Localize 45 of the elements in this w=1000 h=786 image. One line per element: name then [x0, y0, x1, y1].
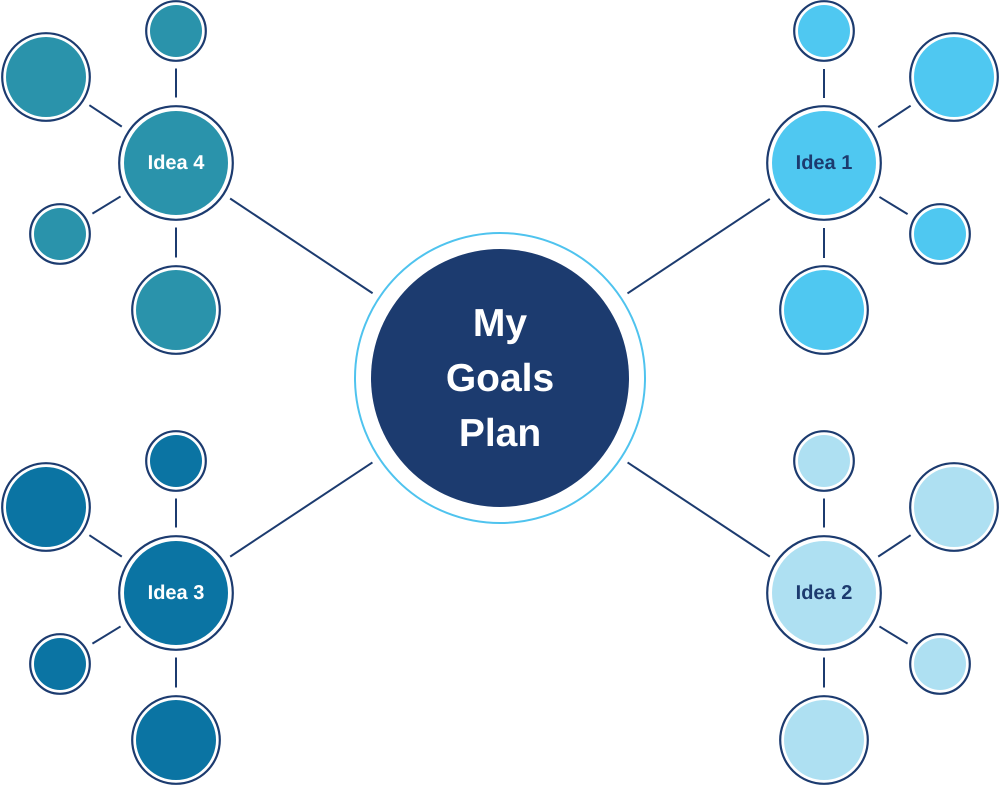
connector-line — [175, 68, 177, 98]
central-circle — [354, 232, 646, 524]
empty-circle — [131, 264, 221, 354]
connector-line — [88, 104, 122, 128]
empty-circle — [779, 694, 869, 784]
idea-circle — [118, 534, 234, 650]
connector-line — [626, 198, 770, 294]
empty-circle — [1, 32, 91, 122]
connector-line — [878, 104, 912, 128]
connector-line — [823, 498, 825, 528]
idea-circle — [766, 105, 882, 221]
idea-circle — [118, 104, 234, 220]
idea-circle — [766, 534, 882, 650]
node-label: My Goals Plan — [444, 300, 556, 456]
empty-circle — [909, 632, 971, 694]
empty-circle — [909, 203, 971, 265]
empty-circle — [909, 462, 999, 552]
empty-circle — [1, 462, 91, 552]
connector-line — [878, 196, 908, 216]
connector-line — [230, 462, 373, 558]
connector-line — [627, 462, 770, 558]
node-label: Idea 1 — [796, 151, 852, 175]
connector-line — [175, 498, 177, 528]
empty-circle — [145, 430, 207, 492]
node-label: Idea 3 — [148, 580, 204, 604]
connector-line — [823, 228, 825, 258]
node-label: Idea 2 — [796, 580, 852, 604]
connector-line — [92, 196, 122, 215]
connector-line — [823, 658, 825, 688]
connector-line — [878, 534, 912, 558]
connector-line — [175, 658, 177, 688]
empty-circle — [909, 32, 999, 122]
connector-line — [88, 534, 122, 558]
connector-line — [823, 69, 825, 98]
empty-circle — [793, 0, 855, 62]
empty-circle — [29, 632, 91, 694]
connector-line — [92, 626, 122, 645]
connector-line — [878, 626, 908, 645]
empty-circle — [131, 694, 221, 784]
node-label: Idea 4 — [148, 150, 204, 174]
connector-line — [175, 228, 177, 258]
empty-circle — [779, 265, 869, 355]
empty-circle — [29, 202, 91, 264]
empty-circle — [793, 430, 855, 492]
connector-line — [230, 198, 374, 294]
